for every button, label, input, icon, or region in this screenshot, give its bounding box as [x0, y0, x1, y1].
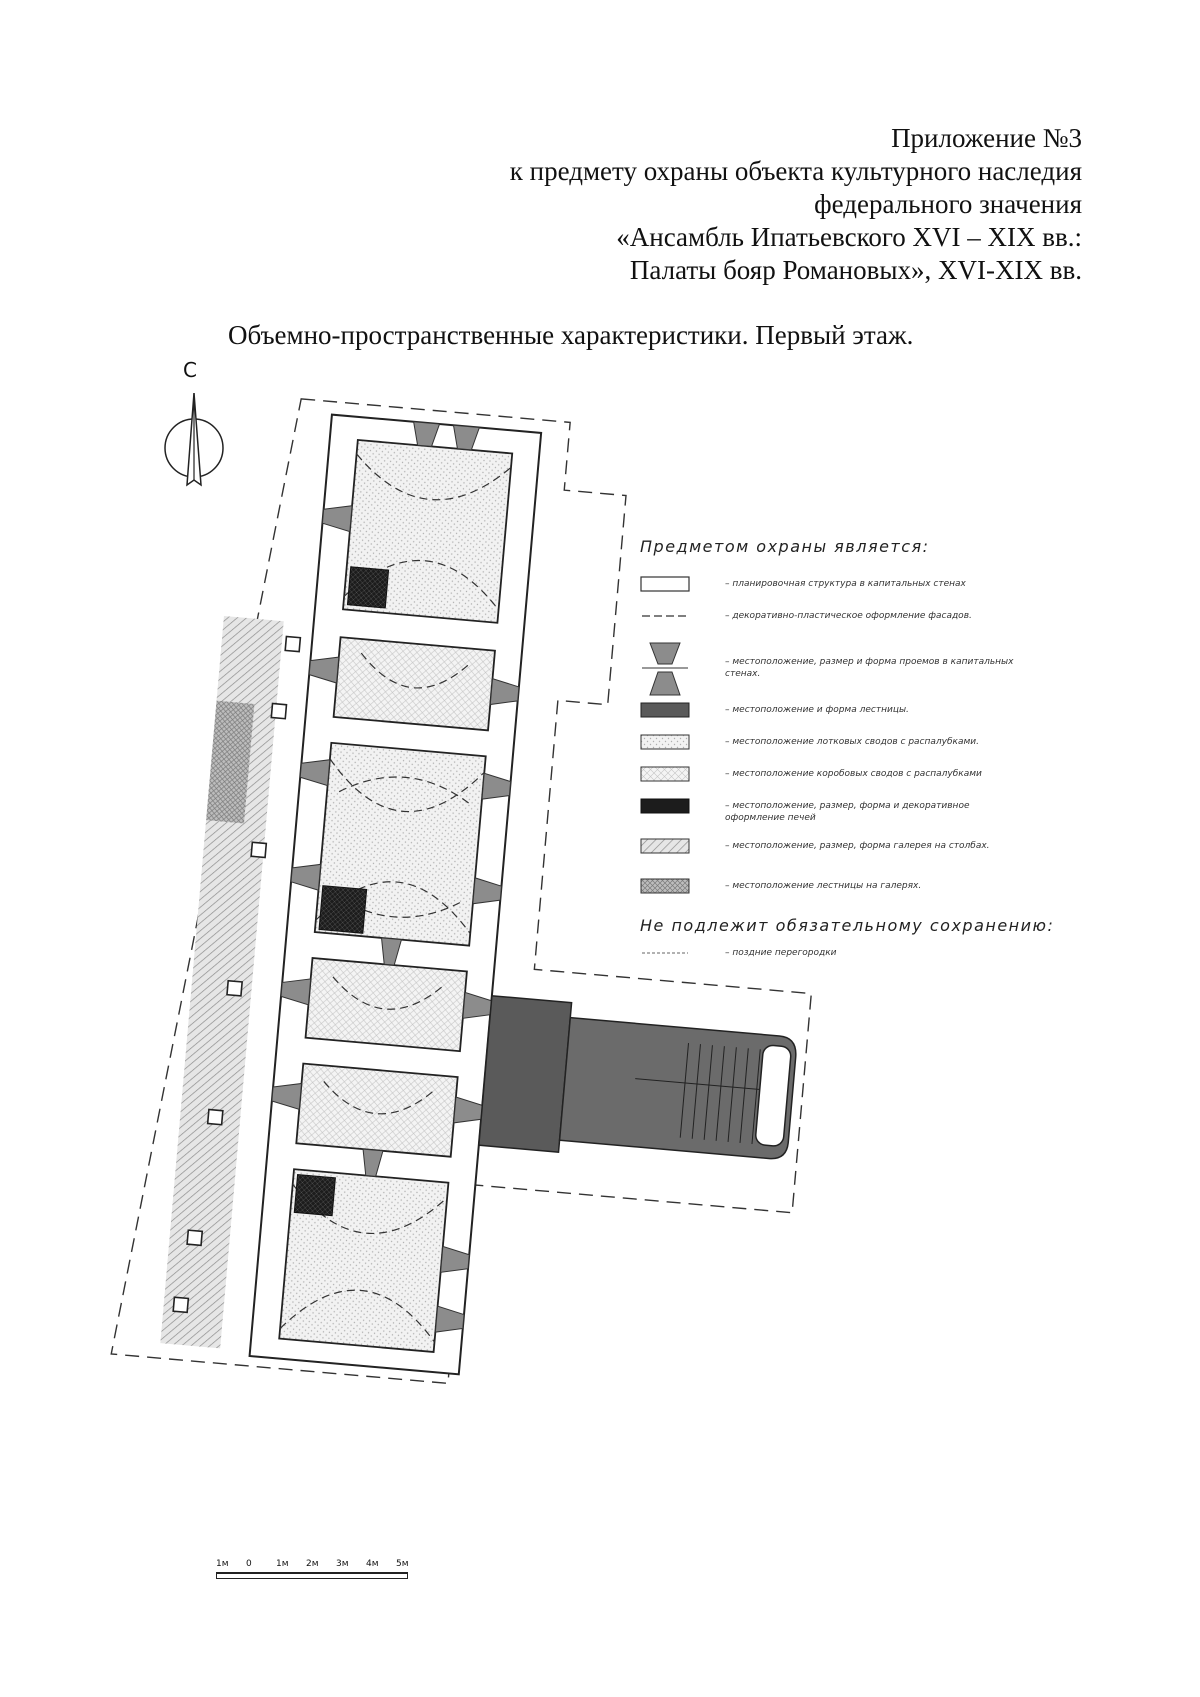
legend-item: – поздние перегородки [640, 945, 1110, 977]
opening-icon [642, 642, 688, 696]
legend-text: – планировочная структура в капитальных … [725, 579, 966, 589]
header-line: Палаты бояр Романовых», XVI-XIX вв. [629, 255, 1082, 285]
stove-2 [318, 885, 368, 934]
openings [271, 421, 520, 1333]
legend-item: – планировочная структура в капитальных … [640, 576, 1110, 608]
header-line: федерального значения [814, 189, 1082, 219]
legend-text: – местоположение коробовых сводов с расп… [725, 769, 982, 779]
building-plan [110, 398, 813, 1385]
staircase [478, 994, 573, 1153]
legend: Предметом охраны является: – планировочн… [640, 537, 1110, 977]
white-box-icon [640, 576, 690, 592]
scale-label: 2м [306, 1559, 319, 1569]
scale-label: 1м [276, 1559, 289, 1569]
room-4 [304, 957, 468, 1053]
light-crosshatch-icon [640, 766, 690, 782]
legend-text: – местоположение, размер, форма галерея … [725, 841, 990, 851]
black-icon [640, 798, 690, 814]
room-2 [332, 636, 496, 732]
legend-item: – местоположение, размер и форма проемов… [640, 640, 1110, 702]
staircase-porch [558, 1016, 797, 1160]
header-line: «Ансамбль Ипатьевского XVI – XIX вв.: [616, 222, 1082, 252]
header-line: к предмету охраны объекта культурного на… [509, 156, 1082, 186]
scale-bar: 1м 0 1м 2м 3м 4м 5м [216, 1559, 416, 1579]
stove-3 [293, 1173, 336, 1217]
stove-1 [346, 566, 390, 609]
legend-text: – местоположение и форма лестницы. [725, 705, 909, 715]
document-header: Приложение №3 к предмету охраны объекта … [182, 122, 1082, 287]
header-line: Приложение №3 [891, 123, 1082, 153]
boundary-line [110, 398, 813, 1385]
dense-crosshatch-icon [640, 878, 690, 894]
legend-text: – поздние перегородки [725, 948, 837, 958]
legend-text: – местоположение лотковых сводов с распа… [725, 737, 979, 747]
legend-text: – декоративно-пластическое оформление фа… [725, 611, 972, 621]
north-arrow-icon [164, 392, 224, 487]
legend-text: – местоположение, размер, форма и декора… [725, 801, 970, 823]
legend-text: – местоположение лестницы на галерях. [725, 881, 922, 891]
legend-title: Предметом охраны является: [640, 537, 930, 556]
legend-item: – местоположение и форма лестницы. [640, 702, 1110, 734]
plan-subtitle: Объемно-пространственные характеристики.… [228, 320, 914, 350]
gallery-stair [206, 700, 255, 824]
scale-label: 5м [396, 1559, 409, 1569]
gallery-pillars [172, 635, 302, 1314]
legend-item: – местоположение коробовых сводов с расп… [640, 766, 1110, 798]
dash-line-icon [642, 615, 688, 617]
scale-label: 0 [246, 1559, 252, 1569]
legend-item: – местоположение, размер, форма и декора… [640, 798, 1110, 838]
legend-text: – местоположение, размер и форма проемов… [725, 657, 1014, 679]
dark-gray-icon [640, 702, 690, 718]
scale-label: 3м [336, 1559, 349, 1569]
light-dots-icon [640, 734, 690, 750]
dash-line-icon [642, 952, 688, 954]
north-label: С [183, 358, 197, 382]
legend-item: – местоположение лестницы на галерях. [640, 878, 1110, 910]
stair-steps [635, 1043, 775, 1145]
scale-label: 4м [366, 1559, 379, 1569]
gallery [160, 615, 284, 1349]
legend-item: – декоративно-пластическое оформление фа… [640, 608, 1110, 640]
diagonal-hatch-icon [640, 838, 690, 854]
legend-item: – местоположение лотковых сводов с распа… [640, 734, 1110, 766]
room-5 [295, 1062, 459, 1158]
scale-bar-line [216, 1572, 408, 1579]
scale-label: 1м [216, 1559, 229, 1569]
legend-title-secondary: Не подлежит обязательному сохранению: [640, 916, 1055, 935]
legend-item: – местоположение, размер, форма галерея … [640, 838, 1110, 878]
